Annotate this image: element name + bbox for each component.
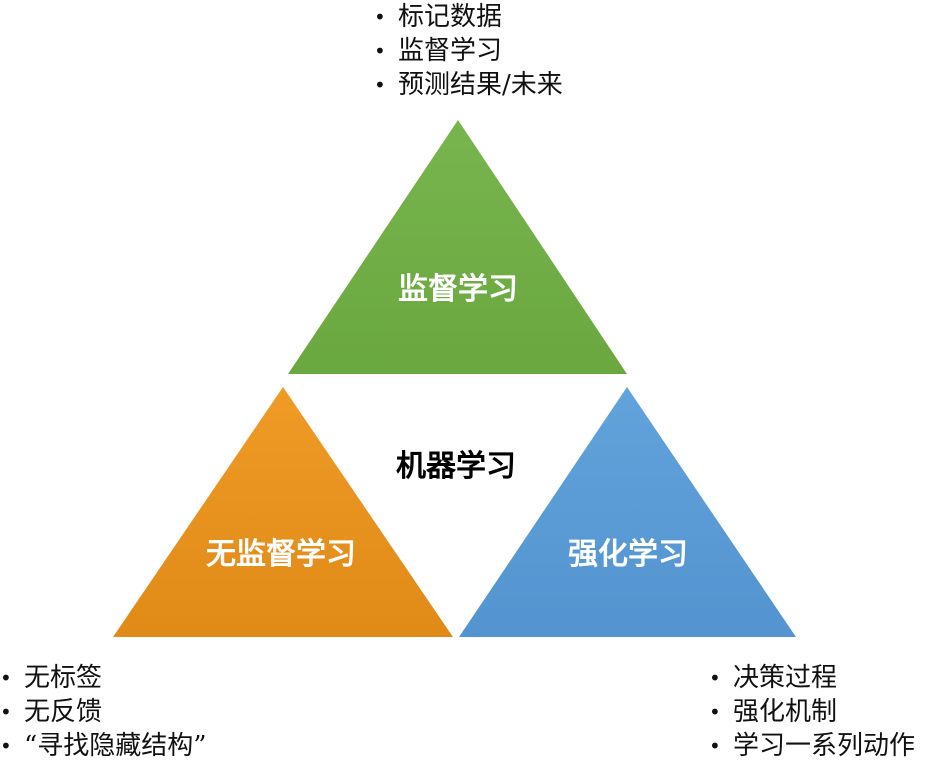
- unsupervised-learning-triangle: [113, 387, 453, 637]
- bullet-item: 监督学习: [374, 34, 563, 68]
- unsupervised-learning-bullets: 无标签 无反馈 “寻找隐藏结构”: [0, 661, 207, 763]
- supervised-learning-triangle: [288, 120, 627, 374]
- supervised-learning-label: 监督学习: [398, 272, 518, 307]
- bullet-item: 无反馈: [0, 695, 207, 729]
- bullet-item: 预测结果/未来: [374, 68, 563, 102]
- unsupervised-learning-label: 无监督学习: [206, 537, 356, 572]
- bullet-item: 标记数据: [374, 0, 563, 34]
- bullet-item: 无标签: [0, 661, 207, 695]
- bullet-item: 决策过程: [709, 661, 915, 695]
- bullet-item: 学习一系列动作: [709, 729, 915, 763]
- supervised-learning-bullets: 标记数据 监督学习 预测结果/未来: [374, 0, 563, 102]
- machine-learning-center-label: 机器学习: [396, 449, 516, 484]
- bullet-item: “寻找隐藏结构”: [0, 729, 207, 763]
- bullet-item: 强化机制: [709, 695, 915, 729]
- reinforcement-learning-triangle: [459, 387, 796, 637]
- reinforcement-learning-bullets: 决策过程 强化机制 学习一系列动作: [709, 661, 915, 763]
- reinforcement-learning-label: 强化学习: [568, 537, 688, 572]
